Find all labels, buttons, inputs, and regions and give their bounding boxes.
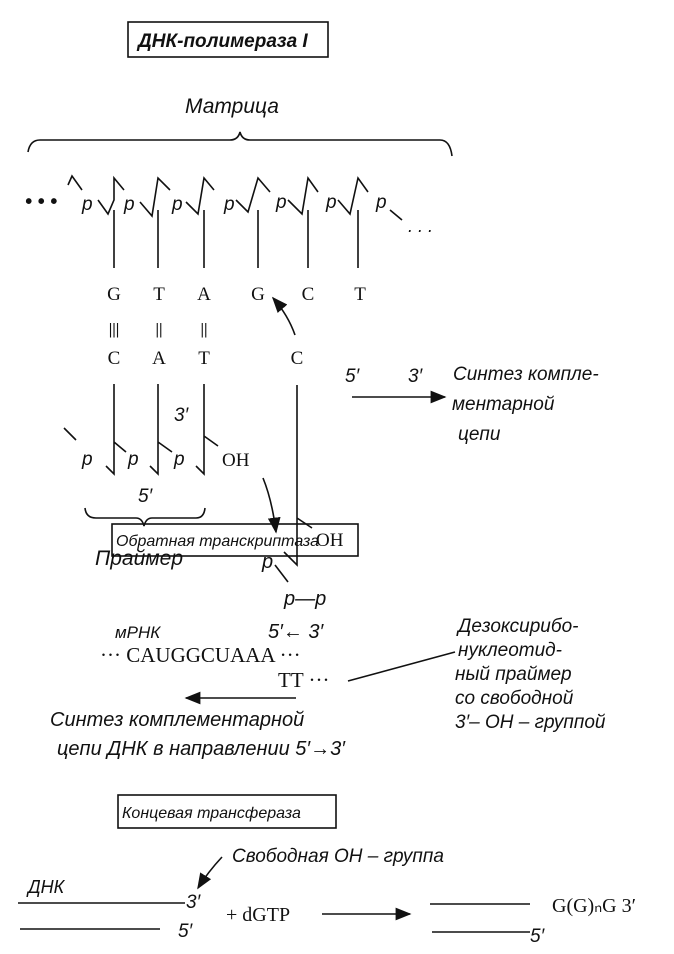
template-base: G xyxy=(107,284,121,305)
primer-base: T xyxy=(198,348,210,369)
synthesis-line: ментарной xyxy=(452,394,555,415)
template-bases: G T A G C T xyxy=(107,284,366,305)
direction-3-prime: 3′ xyxy=(408,366,424,387)
reverse-transcriptase-title: Обратная транскриптаза xyxy=(116,533,319,550)
reverse-synthesis-label: Синтез комплементарной цепи ДНК в направ… xyxy=(50,709,346,760)
triple-bond: ||| xyxy=(109,321,120,338)
primer-label: Праймер xyxy=(95,547,183,570)
free-oh-label: Свободная OH – группа xyxy=(232,846,444,867)
dna-5-prime: 5′ xyxy=(178,921,194,942)
phosphate: p xyxy=(127,449,139,470)
primer-note-line: со свободной xyxy=(455,688,574,709)
phosphate: p xyxy=(81,449,93,470)
template-base: T xyxy=(153,284,165,305)
primer-note-line: нуклеотид- xyxy=(458,640,562,661)
phosphate: p xyxy=(275,192,287,213)
primer-note-line: ный праймер xyxy=(455,664,572,685)
synthesis-label: Синтез комплe- ментарной цепи xyxy=(452,364,599,445)
dgtp-reagent: + dGTP xyxy=(226,904,290,926)
free-oh-arrow xyxy=(197,856,223,890)
primer-note-line: 3′– OH – группой xyxy=(455,712,606,733)
phosphate: p xyxy=(173,449,185,470)
primer-3-prime: 3′ xyxy=(174,405,190,426)
template-base: C xyxy=(302,284,315,305)
template-right-dots: . . . xyxy=(408,216,433,236)
direction-5-prime: 5′ xyxy=(345,366,361,387)
template-base-links xyxy=(113,210,359,268)
primer-base: A xyxy=(152,348,166,369)
synthesis-line: цепи xyxy=(458,424,501,445)
product-g-tail: G(G)ₙG 3′ xyxy=(552,895,636,917)
primer-leader-line xyxy=(347,651,456,682)
reverse-synthesis-line: Синтез комплементарной xyxy=(50,709,304,731)
terminal-transferase-title: Концевая трансфераза xyxy=(122,805,301,822)
terminal-transferase-title-box xyxy=(117,794,337,829)
incoming-pp: p—p xyxy=(283,588,326,610)
product-5-prime: 5′ xyxy=(530,926,546,947)
hydrogen-bonds: ||| || || xyxy=(109,321,208,338)
reverse-transcriptase-title-box xyxy=(111,523,359,557)
double-bond: || xyxy=(155,321,162,338)
primer-5-prime: 5′ xyxy=(138,486,154,507)
template-backbone xyxy=(67,174,403,221)
dna-polymerase-title: ДНК-полимераза I xyxy=(136,31,308,52)
phosphate: p xyxy=(223,194,235,215)
phosphate: p xyxy=(325,192,337,213)
incoming-nucleotide-backbone xyxy=(274,385,313,583)
primer-base: C xyxy=(108,348,121,369)
mrna-label: мРНК xyxy=(115,623,161,642)
primer-bases: C A T xyxy=(108,348,211,369)
phosphate: p xyxy=(81,194,93,215)
template-base: A xyxy=(197,284,211,305)
phosphate: p xyxy=(171,194,183,215)
phosphate: p xyxy=(375,192,387,213)
mrna-sequence: ··· CAUGGCUAAA ··· xyxy=(100,643,301,667)
dna-label: ДНК xyxy=(26,877,66,897)
incoming-base: C xyxy=(291,348,304,369)
template-left-dots: • • • xyxy=(25,191,57,213)
oh-attack-arrow xyxy=(262,477,281,534)
template-label: Матрица xyxy=(185,95,279,118)
double-bond: || xyxy=(200,321,207,338)
reverse-synthesis-line: цепи ДНК в направлении 5′→3′ xyxy=(57,738,346,760)
template-base: G xyxy=(251,284,265,305)
incoming-oh: OH xyxy=(316,530,344,551)
template-base: T xyxy=(354,284,366,305)
template-phosphates: p p p p p p p xyxy=(81,192,387,215)
primer-note-line: Дезоксирибо- xyxy=(456,616,578,637)
primer-backbone xyxy=(63,384,219,476)
incoming-p: p xyxy=(261,551,273,573)
dna-polymerase-title-box xyxy=(127,21,329,58)
phosphate: p xyxy=(123,194,135,215)
primer-note: Дезоксирибо- нуклеотид- ный праймер со с… xyxy=(455,616,606,733)
incoming-pairing-arrow xyxy=(271,296,296,336)
template-brace xyxy=(27,131,453,157)
dna-3-prime: 3′ xyxy=(186,892,202,913)
synthesis-line: Синтез комплe- xyxy=(453,364,599,385)
primer-sequence: TT ··· xyxy=(278,668,330,692)
primer-oh: OH xyxy=(222,450,250,471)
mrna-direction: 5′← 3′ xyxy=(268,621,325,643)
primer-phosphates: p p p xyxy=(81,449,185,470)
primer-brace xyxy=(84,507,206,527)
